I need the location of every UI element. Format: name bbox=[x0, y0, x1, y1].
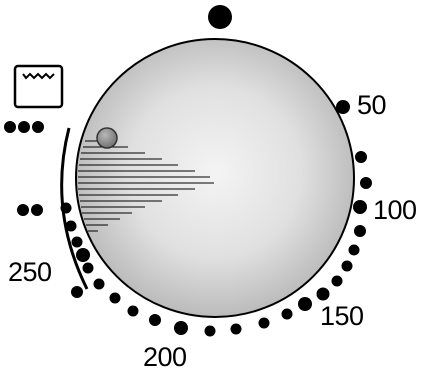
scale-dots bbox=[60, 100, 372, 337]
indicator-hatch bbox=[78, 140, 214, 232]
dial-face[interactable] bbox=[75, 38, 355, 318]
oven-heat-icon bbox=[13, 64, 64, 109]
scale-label-250: 250 bbox=[8, 257, 52, 287]
scale-label-50: 50 bbox=[357, 90, 387, 120]
scale-label-100: 100 bbox=[373, 195, 417, 225]
top-position-marker bbox=[208, 5, 232, 29]
two-dot-mark bbox=[17, 204, 43, 216]
scale-label-200: 200 bbox=[143, 342, 187, 372]
indicator-knob bbox=[96, 127, 118, 149]
three-dot-mark bbox=[4, 121, 44, 133]
scale-label-150: 150 bbox=[320, 301, 364, 331]
